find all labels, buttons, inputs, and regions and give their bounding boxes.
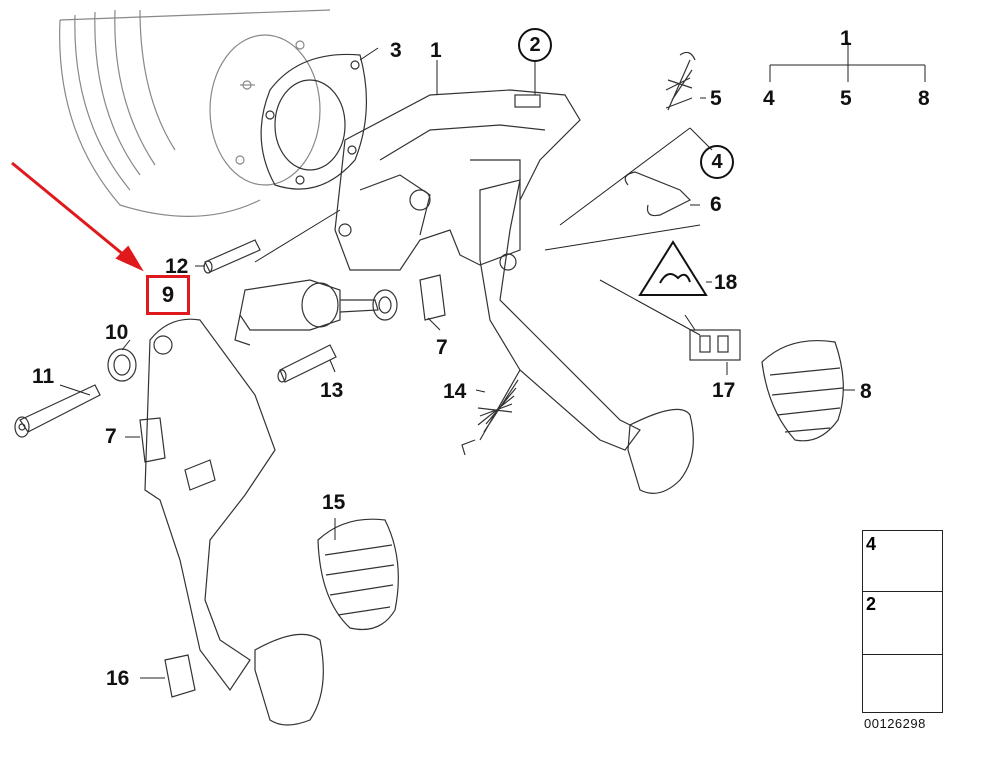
- callout-2-circled: 2: [518, 28, 552, 62]
- part-16: [164, 654, 196, 698]
- legend-cell-nut-2: 2: [863, 591, 942, 655]
- legend-box: 4 2: [862, 530, 943, 713]
- spring-part-14: [461, 369, 521, 456]
- gasket-part-3: [260, 53, 368, 190]
- clip-part-7-lower: [139, 417, 166, 463]
- tree-child-5: 5: [840, 87, 852, 110]
- pin-part-12: [203, 239, 261, 274]
- callout-15: 15: [322, 491, 346, 514]
- callout-14: 14: [443, 380, 467, 403]
- bolt-part-11: [14, 384, 101, 438]
- clutch-pedal-arm: [144, 318, 324, 726]
- tree-child-8: 8: [918, 87, 930, 110]
- brake-pedal-arm: [479, 179, 694, 494]
- document-id: 00126298: [864, 716, 926, 731]
- legend-cell-arrow: [863, 654, 942, 712]
- brake-booster: [59, 9, 331, 217]
- callout-1: 1: [430, 39, 442, 62]
- legend-cell-nut-4: 4: [863, 531, 942, 592]
- callout-7-upper: 7: [436, 336, 448, 359]
- red-arrow: [11, 161, 144, 272]
- callout-13: 13: [320, 379, 344, 402]
- callout-12: 12: [165, 255, 189, 278]
- tree-root-1: 1: [840, 27, 852, 50]
- callout-6: 6: [710, 193, 722, 216]
- spring-part-5: [665, 51, 696, 111]
- callout-5: 5: [710, 87, 722, 110]
- callout-8: 8: [860, 380, 872, 403]
- bushing-part-10: [107, 348, 137, 382]
- callout-3: 3: [390, 39, 402, 62]
- pedal-bracket-part-1: [334, 89, 581, 271]
- switch-part-17: [689, 329, 741, 361]
- callout-17: 17: [712, 379, 736, 402]
- pedal-pad-15: [317, 518, 399, 631]
- pin-part-13: [277, 344, 337, 383]
- tree-child-4: 4: [763, 87, 775, 110]
- warning-triangle-18: [638, 240, 708, 296]
- legend-label-2: 2: [866, 594, 877, 614]
- legend-label-4: 4: [866, 534, 877, 554]
- leader-lines: [59, 42, 926, 679]
- callout-9-highlighted: 9: [146, 275, 190, 315]
- callout-16: 16: [106, 667, 130, 690]
- clip-part-7-upper: [419, 274, 446, 321]
- callout-11: 11: [32, 365, 55, 388]
- callout-4-circled: 4: [700, 145, 734, 179]
- pin-part-6: [624, 171, 692, 217]
- pedal-pad-8: [761, 339, 844, 442]
- callout-18: 18: [714, 271, 738, 294]
- clutch-master-cylinder-part-9: [234, 279, 398, 346]
- callout-10: 10: [105, 321, 129, 344]
- callout-7-lower: 7: [105, 425, 117, 448]
